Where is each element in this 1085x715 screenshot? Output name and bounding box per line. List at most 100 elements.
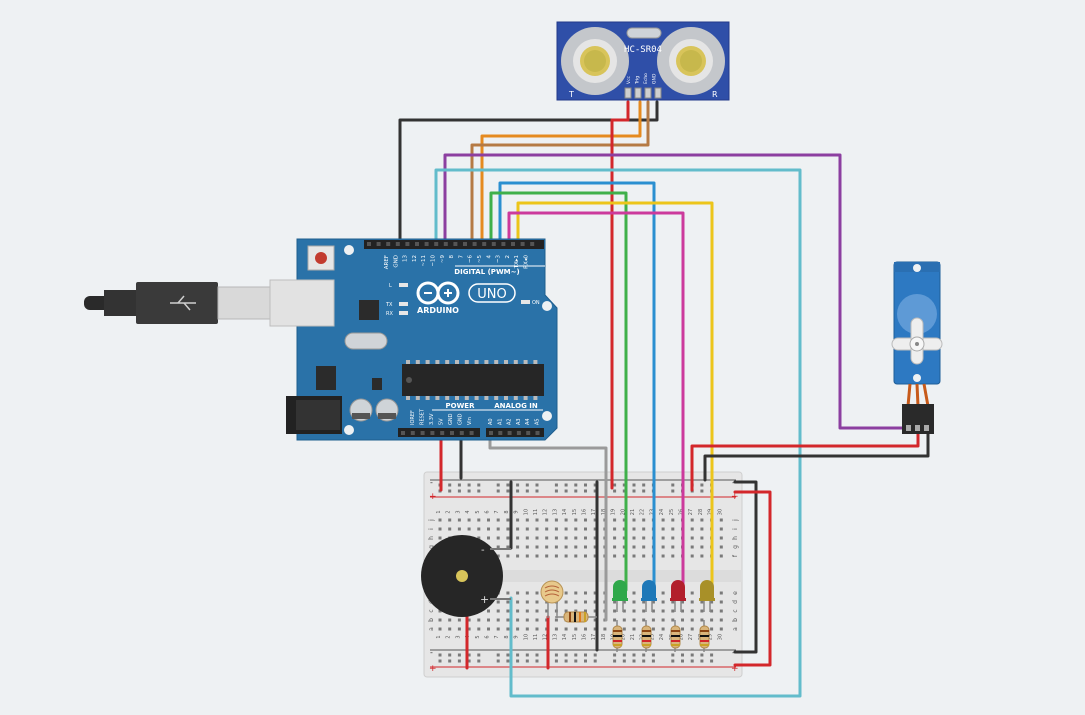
bb-hole[interactable] <box>661 527 665 531</box>
rail-hole[interactable] <box>642 653 646 657</box>
rail-hole[interactable] <box>710 659 714 663</box>
rail-hole[interactable] <box>554 659 558 663</box>
bb-hole[interactable] <box>700 554 704 558</box>
bb-hole[interactable] <box>681 600 684 604</box>
bb-hole[interactable] <box>516 554 520 558</box>
rail-hole[interactable] <box>477 653 481 657</box>
wire-cyan[interactable] <box>434 168 802 698</box>
bb-hole[interactable] <box>642 545 646 549</box>
bb-hole[interactable] <box>710 627 714 631</box>
photoresistor[interactable] <box>540 580 564 618</box>
rail-hole[interactable] <box>535 653 539 657</box>
bb-hole[interactable] <box>632 554 636 558</box>
bb-hole[interactable] <box>632 518 636 522</box>
rail-hole[interactable] <box>651 653 655 657</box>
bb-hole[interactable] <box>719 527 723 531</box>
bb-hole[interactable] <box>574 554 578 558</box>
bb-hole[interactable] <box>661 518 665 522</box>
bb-hole[interactable] <box>622 554 626 558</box>
rail-hole[interactable] <box>438 659 442 663</box>
rail-hole[interactable] <box>438 653 442 657</box>
bb-hole[interactable] <box>554 536 558 540</box>
rail-hole[interactable] <box>554 483 558 487</box>
rail-hole[interactable] <box>700 483 704 487</box>
bb-hole[interactable] <box>457 518 461 522</box>
wire-led-green[interactable] <box>489 191 628 592</box>
header-hole[interactable] <box>498 431 503 435</box>
bb-hole[interactable] <box>700 545 704 549</box>
header-hole[interactable] <box>459 431 464 435</box>
rail-hole[interactable] <box>574 653 578 657</box>
bb-hole[interactable] <box>690 527 694 531</box>
rail-hole[interactable] <box>525 653 529 657</box>
bb-hole[interactable] <box>584 527 587 531</box>
power-header[interactable] <box>398 428 480 437</box>
bb-hole[interactable] <box>632 545 636 549</box>
rail-hole[interactable] <box>613 489 617 493</box>
rail-hole[interactable] <box>642 659 646 663</box>
bb-hole[interactable] <box>671 618 675 622</box>
rail-hole[interactable] <box>622 483 626 487</box>
rail-hole[interactable] <box>506 653 510 657</box>
rail-hole[interactable] <box>457 489 461 493</box>
header-hole[interactable] <box>463 242 467 246</box>
bb-hole[interactable] <box>496 527 500 531</box>
wire-sensor-echo[interactable] <box>480 100 642 247</box>
bb-hole[interactable] <box>593 618 597 622</box>
header-hole[interactable] <box>501 242 506 246</box>
rail-hole[interactable] <box>671 653 675 657</box>
bb-hole[interactable] <box>477 627 481 631</box>
bb-hole[interactable] <box>554 527 558 531</box>
rail-hole[interactable] <box>467 659 471 663</box>
bb-hole[interactable] <box>671 600 675 604</box>
bb-hole[interactable] <box>564 518 568 522</box>
rail-hole[interactable] <box>632 659 636 663</box>
bb-hole[interactable] <box>632 591 636 595</box>
header-hole[interactable] <box>469 431 474 435</box>
bb-hole[interactable] <box>477 536 481 540</box>
wire-sensor-gnd[interactable] <box>398 100 659 247</box>
rail-hole[interactable] <box>690 653 694 657</box>
wire-rail-gnd-right[interactable] <box>733 480 758 654</box>
bb-hole[interactable] <box>574 536 578 540</box>
rail-hole[interactable] <box>525 489 529 493</box>
bb-hole[interactable] <box>545 609 549 613</box>
rail-hole[interactable] <box>681 659 684 663</box>
header-hole[interactable] <box>434 242 439 246</box>
rail-hole[interactable] <box>574 483 578 487</box>
rail-hole[interactable] <box>506 489 510 493</box>
bb-hole[interactable] <box>506 600 510 604</box>
bb-hole[interactable] <box>457 527 461 531</box>
bb-hole[interactable] <box>690 545 694 549</box>
bb-hole[interactable] <box>564 545 568 549</box>
bb-hole[interactable] <box>671 536 675 540</box>
rail-hole[interactable] <box>477 483 481 487</box>
rail-hole[interactable] <box>574 659 578 663</box>
bb-hole[interactable] <box>622 600 626 604</box>
bb-hole[interactable] <box>545 527 549 531</box>
bb-hole[interactable] <box>622 618 626 622</box>
bb-hole[interactable] <box>719 591 723 595</box>
bb-hole[interactable] <box>506 554 510 558</box>
bb-hole[interactable] <box>496 618 500 622</box>
bb-hole[interactable] <box>690 554 694 558</box>
bb-hole[interactable] <box>719 618 723 622</box>
rail-hole[interactable] <box>593 653 597 657</box>
bb-hole[interactable] <box>593 545 597 549</box>
bb-hole[interactable] <box>642 618 646 622</box>
bb-hole[interactable] <box>622 527 626 531</box>
bb-hole[interactable] <box>642 518 646 522</box>
bb-hole[interactable] <box>642 527 646 531</box>
header-hole[interactable] <box>472 242 477 246</box>
rail-hole[interactable] <box>671 483 675 487</box>
bb-hole[interactable] <box>593 591 597 595</box>
bb-hole[interactable] <box>487 536 490 540</box>
rail-hole[interactable] <box>496 483 500 487</box>
bb-hole[interactable] <box>516 591 520 595</box>
bb-hole[interactable] <box>700 609 704 613</box>
bb-hole[interactable] <box>622 609 626 613</box>
bb-hole[interactable] <box>632 527 636 531</box>
rail-hole[interactable] <box>516 483 520 487</box>
header-hole[interactable] <box>395 242 400 246</box>
